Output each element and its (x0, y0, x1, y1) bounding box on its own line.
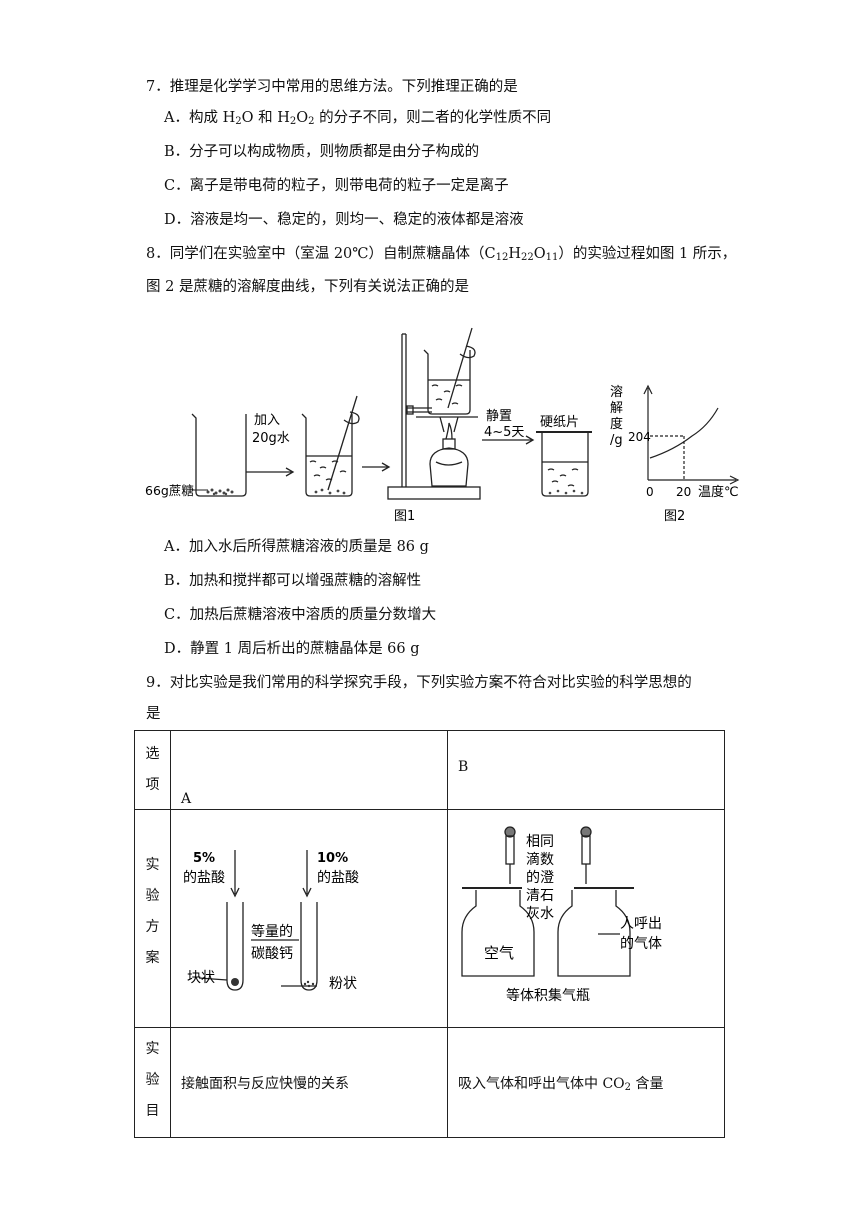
label-drops-4: 清石 (526, 888, 554, 904)
x-tick-20: 20 (676, 485, 691, 499)
label-card: 硬纸片 (540, 415, 579, 430)
figure-2-caption: 图2 (664, 509, 685, 524)
solubility-curve (649, 407, 719, 459)
beaker-4 (541, 432, 589, 497)
label-sugar: 66g蔗糖 (145, 483, 194, 498)
label-drops-5: 灰水 (526, 906, 554, 922)
cell-a-plan: 5% 的盐酸 10% 的盐酸 等量的 碳酸钙 块状 粉状 (170, 809, 448, 1028)
label-drops-1: 相同 (526, 834, 554, 850)
q7-option-c: C．离子是带电荷的粒子，则带电荷的粒子一定是离子 (164, 178, 509, 194)
stand-base (387, 486, 481, 500)
q8-option-d: D．静置 1 周后析出的蔗糖晶体是 66 g (164, 641, 420, 657)
q9-stem-line2: 是 (146, 706, 161, 722)
beaker-2 (301, 413, 353, 497)
label-drops-2: 滴数 (526, 851, 554, 868)
x-tick-0: 0 (646, 485, 654, 499)
q8-option-c: C．加热后蔗糖溶液中溶质的质量分数增大 (164, 607, 437, 623)
x-axis-label: 温度℃ (698, 484, 739, 500)
y-tick-204: 204 (628, 430, 651, 444)
cell-a-purpose: 接触面积与反应快慢的关系 (170, 1027, 448, 1138)
test-tube-lump (226, 902, 244, 991)
label-add: 加入 (254, 413, 280, 428)
label-acid-5: 5% (193, 851, 215, 866)
row-header-plan: 实 验 方 案 (134, 809, 171, 1028)
label-equal-amount: 等量的 (251, 923, 293, 940)
q8-stem-line2: 图 2 是蔗糖的溶解度曲线，下列有关说法正确的是 (146, 279, 469, 295)
ylabel-1: 溶 (610, 385, 623, 400)
cell-b-plan: 相同 滴数 的澄 清石 灰水 空气 人呼出 的气体 等体积集气瓶 (447, 809, 725, 1028)
ylabel-3: 度 (610, 416, 623, 432)
label-air: 空气 (484, 944, 514, 962)
cell-col-b: B (447, 730, 725, 810)
cell-col-a: A (170, 730, 448, 810)
figure-b-gas-bottles: 相同 滴数 的澄 清石 灰水 空气 人呼出 的气体 等体积集气瓶 (461, 826, 662, 1004)
label-powder: 粉状 (329, 976, 357, 992)
q8-option-b: B．加热和搅拌都可以增强蔗糖的溶解性 (164, 573, 422, 589)
gas-bottle-exhaled (557, 890, 631, 977)
figure-1: 66g蔗糖 加入 20g水 静置 4~5天 硬纸片 图1 (145, 327, 592, 524)
alcohol-lamp (429, 447, 469, 487)
test-tube-powder (300, 902, 318, 991)
label-acid-10-name: 的盐酸 (317, 870, 359, 886)
label-acid-5-name: 的盐酸 (183, 870, 225, 886)
label-calcium-carbonate: 碳酸钙 (251, 946, 293, 962)
label-equal-volume-bottles: 等体积集气瓶 (506, 987, 590, 1004)
q8-stem: 8．同学们在实验室中（室温 20℃）自制蔗糖晶体（C12H22O11）的实验过程… (146, 246, 737, 263)
label-lump: 块状 (187, 970, 215, 986)
q8-option-a: A．加入水后所得蔗糖溶液的质量是 86 g (164, 539, 429, 555)
gas-bottle-air (461, 890, 535, 977)
q7-option-d: D．溶液是均一、稳定的，则均一、稳定的液体都是溶液 (164, 212, 524, 228)
label-exhaled-2: 的气体 (620, 936, 662, 952)
q9-stem: 9．对比实验是我们常用的科学探究手段，下列实验方案不符合对比实验的科学思想的 (146, 675, 692, 691)
label-rest: 静置 (486, 409, 512, 424)
stir-rod-3 (447, 327, 473, 409)
q7-option-b: B．分子可以构成物质，则物质都是由分子构成的 (164, 144, 480, 160)
ylabel-4: /g (610, 433, 623, 448)
experiment-table: 选 项 A B 实 验 方 案 (134, 730, 725, 1138)
row-header-option: 选 项 (134, 730, 171, 810)
figure-1-caption: 图1 (394, 509, 415, 524)
cell-b-purpose: 吸入气体和呼出气体中 CO2 含量 (447, 1027, 725, 1138)
beaker-1 (191, 413, 247, 497)
figure-2: 溶 解 度 /g 204 0 20 温度℃ 图2 (610, 384, 740, 524)
stir-rod-2 (327, 395, 358, 491)
label-days: 4~5天 (484, 425, 524, 440)
beaker-3 (423, 349, 471, 415)
ylabel-2: 解 (610, 401, 623, 416)
label-drops-3: 的澄 (526, 870, 554, 886)
q7-option-a: A．构成 H2O 和 H2O2 的分子不同，则二者的化学性质不同 (164, 110, 552, 127)
row-header-purpose: 实 验 目 (134, 1027, 171, 1138)
label-acid-10: 10% (317, 851, 348, 866)
q7-stem: 7．推理是化学学习中常用的思维方法。下列推理正确的是 (146, 79, 518, 95)
label-water: 20g水 (252, 431, 290, 446)
label-exhaled-1: 人呼出 (620, 916, 662, 932)
figure-a-calcium-carbonate: 5% 的盐酸 10% 的盐酸 等量的 碳酸钙 块状 粉状 (183, 850, 359, 992)
